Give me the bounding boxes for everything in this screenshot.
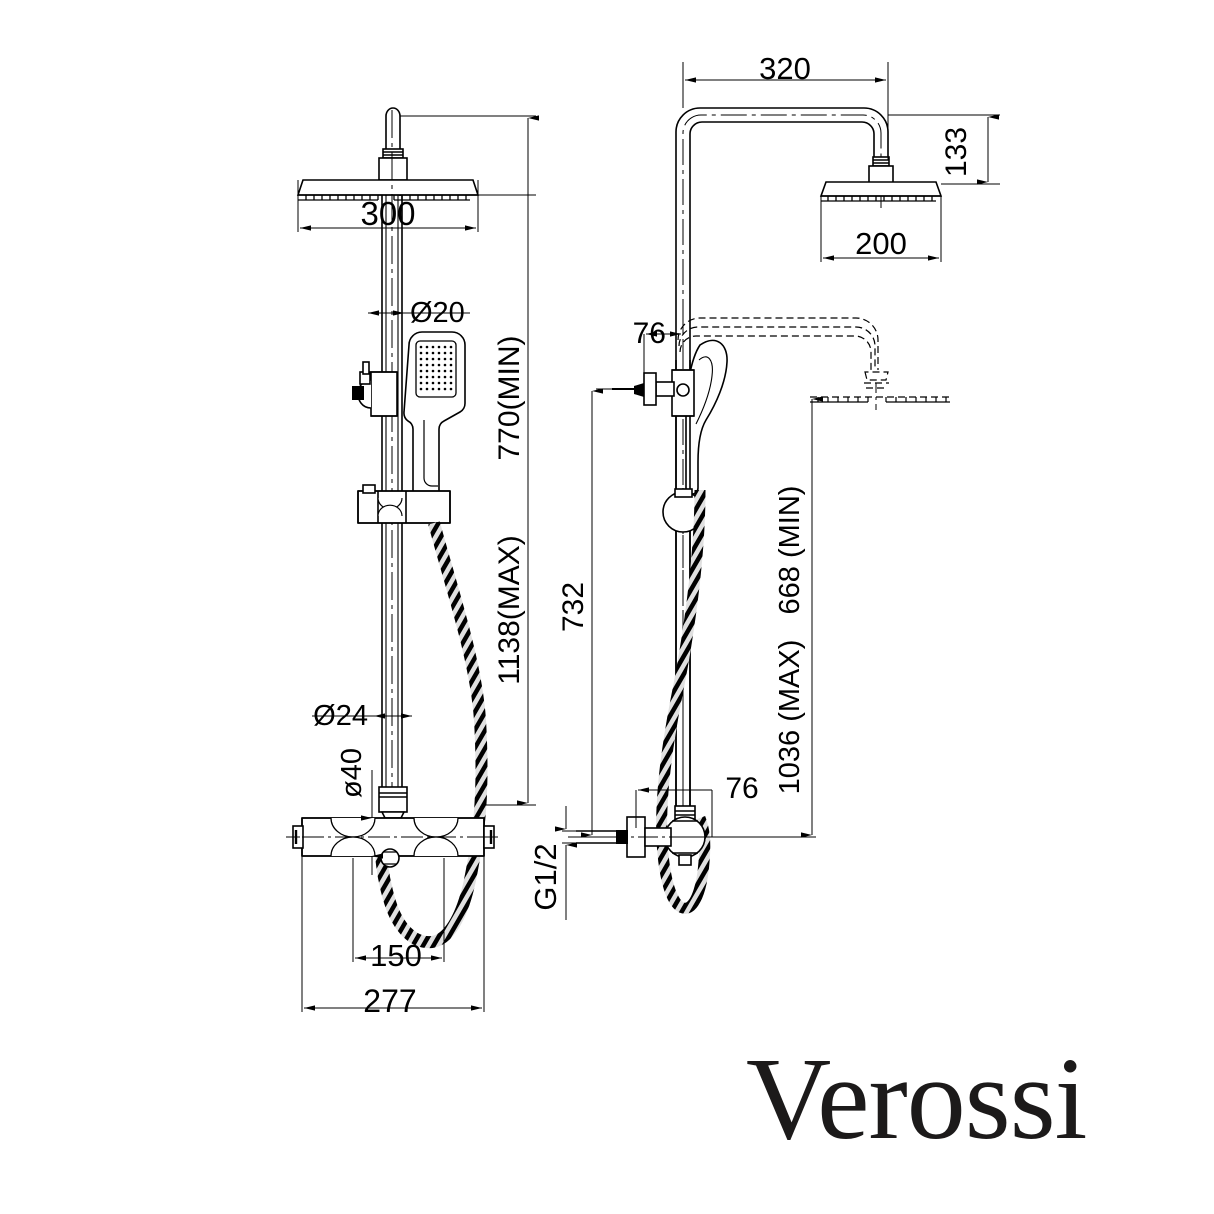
- dim-d20-label: Ø20: [410, 297, 465, 329]
- front-slide-bracket: [357, 484, 451, 524]
- overhead-shower-head-front: [296, 179, 480, 201]
- dim-1138max-label: 1138(MAX): [493, 535, 526, 685]
- dim-76-top-label: 76: [633, 317, 666, 350]
- front-shower-hose: [374, 521, 488, 949]
- side-hidden-handset-outline: [677, 317, 952, 410]
- dim-1036max-label: 1036 (MAX): [774, 640, 806, 795]
- brand-logo: Verossi: [746, 1033, 1087, 1164]
- dim-d40-label: ø40: [336, 748, 368, 798]
- dim-770min-label: 770(MIN): [493, 335, 526, 460]
- spray-holes: [419, 345, 453, 391]
- dim-76-bottom-label: 76: [725, 772, 758, 805]
- dim-133-label: 133: [940, 127, 973, 177]
- dim-277-label: 277: [363, 983, 416, 1019]
- dim-g12-label: G1/2: [528, 843, 563, 910]
- side-handset-holder: [612, 369, 695, 417]
- front-riser-top-stub: [378, 107, 408, 196]
- front-thermostatic-valve: [286, 786, 500, 868]
- dim-732-label: 732: [557, 582, 590, 632]
- front-view-group: [286, 107, 539, 1012]
- front-handset-holder: [352, 361, 398, 417]
- dim-200-label: 200: [855, 226, 907, 261]
- dim-320-label: 320: [759, 51, 811, 86]
- dim-300-label: 300: [360, 195, 415, 232]
- side-gooseneck-arm: [675, 107, 894, 845]
- front-dimension-lines: [297, 115, 539, 1012]
- overhead-shower-head-side: [819, 181, 943, 212]
- dim-d24-label: Ø24: [313, 700, 368, 732]
- front-hand-shower: [403, 331, 466, 501]
- side-view-group: [555, 62, 1000, 920]
- side-dimension-lines: [555, 62, 1000, 920]
- dim-150-label: 150: [370, 938, 422, 973]
- dim-668min-label: 668 (MIN): [774, 486, 806, 615]
